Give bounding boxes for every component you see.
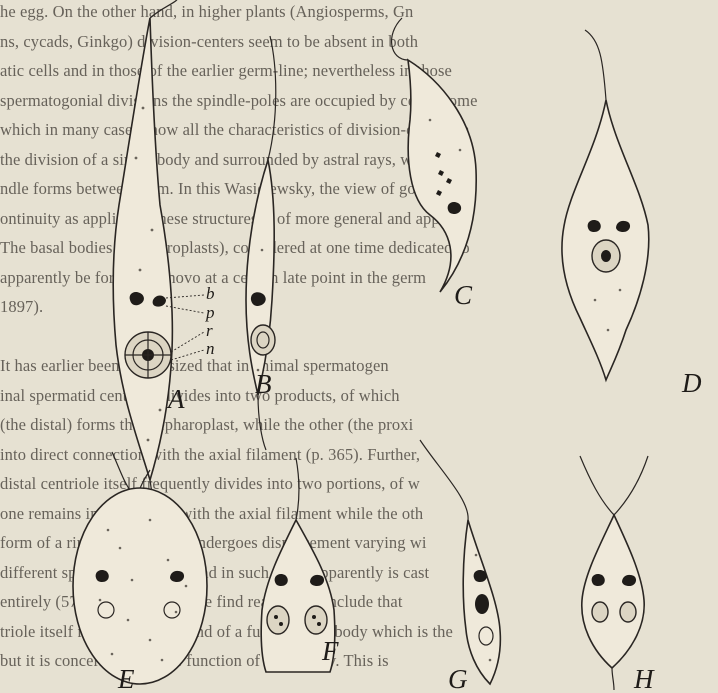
label-r: r (206, 321, 213, 340)
label-b: b (206, 284, 215, 303)
panel-c-cell (392, 18, 477, 292)
panel-label-a: A (166, 384, 185, 414)
panel-h-cell (580, 456, 648, 690)
panel-label-c: C (454, 280, 473, 310)
label-n: n (206, 339, 215, 358)
panel-label-h: H (633, 664, 655, 693)
panel-d-cell (562, 30, 649, 380)
label-p: p (205, 303, 215, 322)
panel-label-b: B (255, 369, 272, 399)
panel-label-f: F (321, 636, 339, 666)
panel-label-e: E (117, 664, 135, 693)
panel-e-cell (73, 452, 207, 684)
panel-a-cell (113, 0, 188, 560)
panel-label-g: G (448, 664, 468, 693)
panel-g-cell (420, 440, 500, 684)
panel-label-d: D (681, 368, 702, 398)
